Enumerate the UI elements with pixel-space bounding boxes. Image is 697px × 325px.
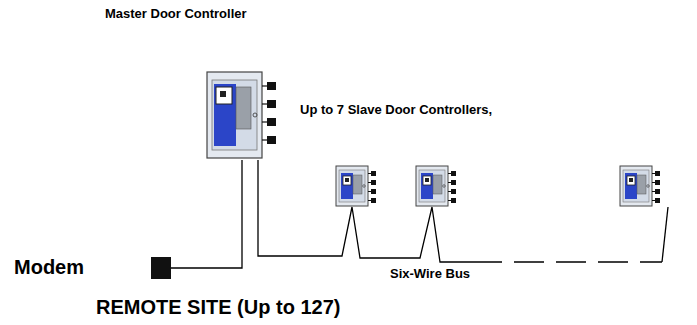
node-text: Modem xyxy=(14,255,171,279)
node-text: Master Door Controller xyxy=(105,6,280,22)
bus-label: Six-Wire Bus xyxy=(390,266,470,281)
master-controller: Master Door Controller xyxy=(105,6,280,160)
slave-count-label: Up to 7 Slave Door Controllers, xyxy=(300,102,492,117)
controller-cabinet xyxy=(205,70,285,160)
modem-square xyxy=(151,257,171,279)
site-label: REMOTE SITE (Up to 127) xyxy=(96,296,340,319)
bus-wire xyxy=(171,160,242,268)
modem: Modem xyxy=(14,255,171,283)
